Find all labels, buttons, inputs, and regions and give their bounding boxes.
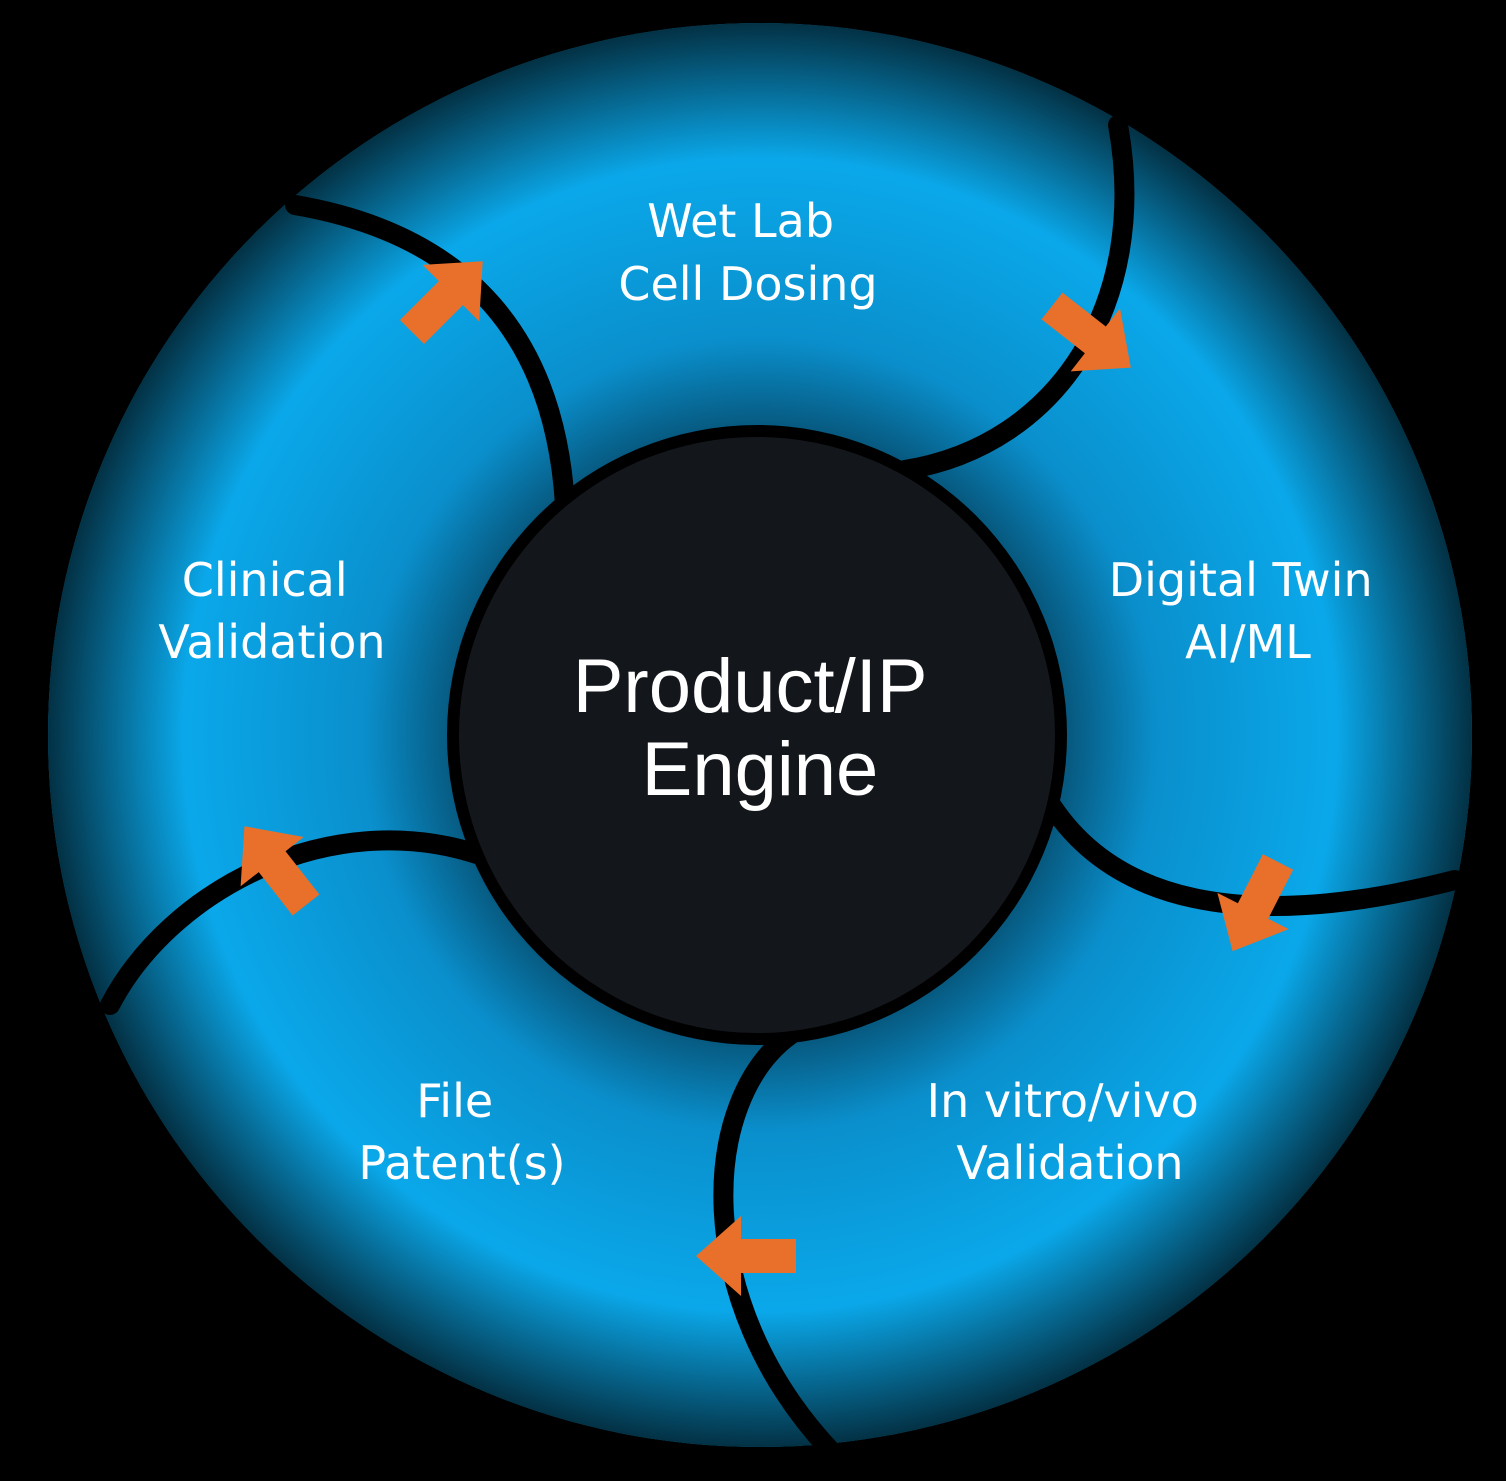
arrow-digitaltwin-to-invitro — [1217, 854, 1294, 952]
stage-clinical-label: Clinical Validation — [158, 553, 385, 669]
arrow-clinical-to-wetlab — [399, 261, 483, 345]
flow-arrows — [240, 261, 1294, 1296]
arrow-wetlab-to-digitaltwin — [1041, 292, 1131, 372]
arrow-patent-to-clinical — [240, 826, 320, 916]
stage-digital-twin-label: Digital Twin AI/ML — [1109, 553, 1387, 669]
stage-wet-lab-label: Wet Lab Cell Dosing — [618, 194, 877, 311]
center-hub-fill — [459, 437, 1055, 1033]
arrow-invitro-to-patent — [696, 1216, 796, 1296]
stage-in-vitro-label: In vitro/vivo Validation — [927, 1074, 1214, 1190]
center-title: Product/IP Engine — [573, 644, 948, 812]
stage-file-patent-label: File Patent(s) — [358, 1074, 565, 1190]
